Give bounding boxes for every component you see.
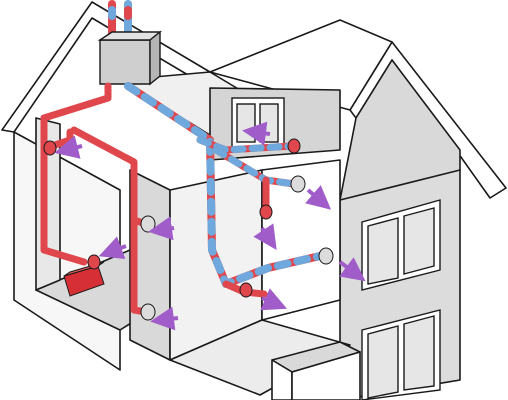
mixed-ducts [124,82,324,298]
lower-floor [169,319,351,396]
airflow-arrow-icon [54,135,83,159]
airflow-arrow-icon [260,288,288,311]
duct-left-riser [40,82,112,266]
vent-outlet-icon [259,204,273,220]
left-wall [13,131,121,371]
vent-outlet-icon [140,215,156,233]
vent-outlet-icon [43,140,57,156]
vent-outlet-icon [290,175,306,193]
window-right-upper [361,199,441,291]
airflow-arrow-icon [253,223,277,250]
duct-attic-run-return [124,82,324,288]
vent-outlet-icon [140,303,156,321]
vent-outlet-icon [87,254,101,270]
window-upper-middle [231,97,285,149]
airflow-arrow-icon [305,185,332,210]
vent-outlet-icon [239,282,253,298]
duct-central-down [70,126,150,316]
duct-upper-branch-return [196,136,296,154]
porch-side [291,351,361,400]
airflow-arrow-icon [98,236,127,260]
airflow-arrow-icon [148,216,175,241]
airflow-arrow-icon [338,257,366,282]
ventilation-unit-icon [97,30,162,86]
porch-front [271,359,293,400]
airflow-arrow-icon [150,306,179,331]
airflow-arrow-icon [242,121,271,146]
airflow-arrows [54,121,366,331]
vent-outlets [43,138,334,321]
vent-outlet-icon [318,247,334,265]
window-right-lower [361,309,441,400]
vent-outlet-icon [287,138,301,154]
